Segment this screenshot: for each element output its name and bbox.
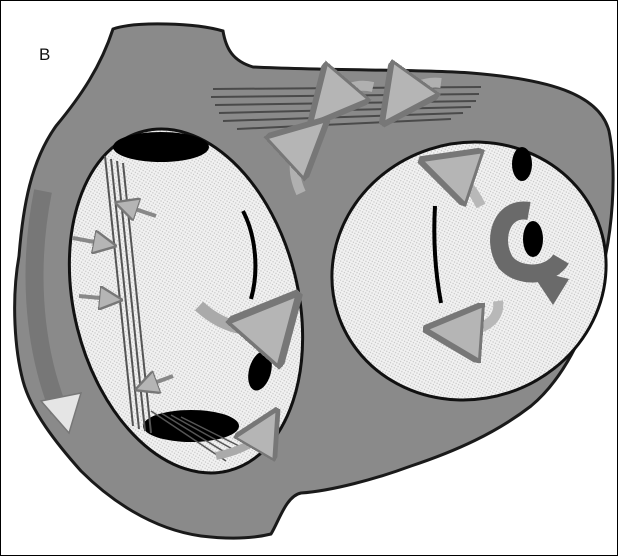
right-upper-orifice	[512, 147, 532, 181]
right-middle-orifice	[523, 221, 543, 257]
upper-orifice	[113, 132, 209, 162]
